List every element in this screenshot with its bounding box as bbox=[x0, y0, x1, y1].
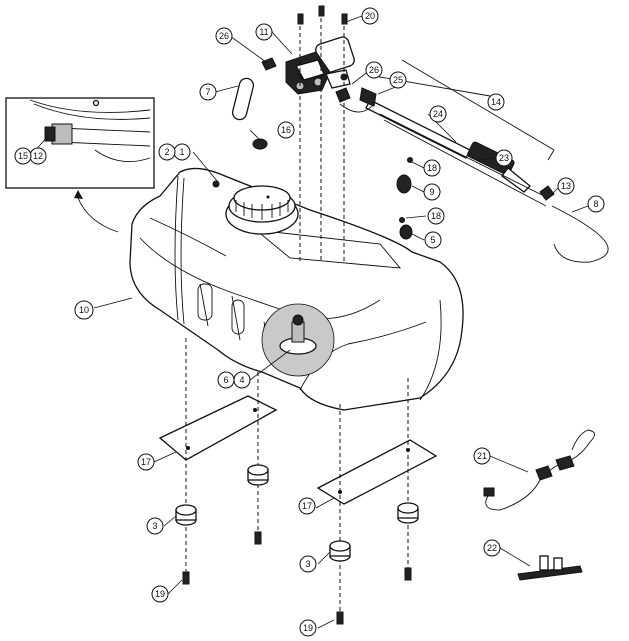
svg-text:17: 17 bbox=[141, 457, 151, 467]
callout-19: 19 bbox=[151, 585, 169, 603]
svg-text:18: 18 bbox=[427, 163, 437, 173]
callout-3: 3 bbox=[146, 517, 164, 535]
svg-text:18: 18 bbox=[431, 211, 441, 221]
svg-text:26: 26 bbox=[369, 65, 379, 75]
svg-text:1: 1 bbox=[179, 147, 184, 157]
callout-11: 11 bbox=[255, 23, 273, 41]
callout-26: 26 bbox=[365, 61, 383, 79]
callout-20: 20 bbox=[361, 7, 379, 25]
wand-bracket-line bbox=[401, 59, 555, 161]
callout-21: 21 bbox=[473, 447, 491, 465]
callout-26: 26 bbox=[215, 27, 233, 45]
callout-8: 8 bbox=[587, 195, 605, 213]
pump-mount-bolts bbox=[297, 5, 348, 25]
callout-4: 4 bbox=[233, 371, 251, 389]
callout-6: 6 bbox=[217, 371, 235, 389]
inset-arrow bbox=[77, 197, 119, 233]
svg-text:8: 8 bbox=[593, 199, 598, 209]
callout-25: 25 bbox=[389, 71, 407, 89]
callout-17: 17 bbox=[137, 453, 155, 471]
callout-17: 17 bbox=[298, 497, 316, 515]
inset-detail-view bbox=[5, 97, 155, 189]
hose-clamp bbox=[335, 87, 351, 103]
svg-text:11: 11 bbox=[259, 27, 268, 37]
svg-text:19: 19 bbox=[155, 589, 165, 599]
wire-harness bbox=[483, 429, 595, 511]
svg-text:21: 21 bbox=[477, 451, 487, 461]
svg-text:15: 15 bbox=[18, 151, 28, 161]
svg-text:12: 12 bbox=[33, 151, 43, 161]
pump-assembly bbox=[285, 36, 355, 95]
svg-text:6: 6 bbox=[223, 375, 228, 385]
svg-text:13: 13 bbox=[561, 181, 571, 191]
rubber-foot bbox=[247, 464, 269, 486]
mount-bolt bbox=[336, 611, 344, 625]
svg-text:9: 9 bbox=[429, 187, 434, 197]
svg-text:24: 24 bbox=[433, 109, 443, 119]
svg-text:25: 25 bbox=[393, 75, 403, 85]
spray-wand bbox=[339, 87, 609, 263]
rubber-foot bbox=[397, 502, 419, 524]
hose-clamp bbox=[261, 57, 277, 71]
fuse-holder bbox=[517, 555, 583, 581]
callout-19: 19 bbox=[299, 619, 317, 637]
drain-valve-highlight bbox=[261, 303, 335, 377]
callout-15: 15 bbox=[14, 147, 32, 165]
tank-lid bbox=[225, 185, 299, 235]
callout-7: 7 bbox=[199, 83, 217, 101]
svg-text:7: 7 bbox=[205, 87, 210, 97]
callout-2: 2 bbox=[158, 143, 176, 161]
svg-text:14: 14 bbox=[491, 97, 501, 107]
callout-1: 1 bbox=[173, 143, 191, 161]
callout-24: 24 bbox=[429, 105, 447, 123]
svg-text:5: 5 bbox=[430, 235, 435, 245]
bulkhead-fitting bbox=[396, 174, 412, 194]
svg-text:2: 2 bbox=[164, 147, 169, 157]
rubber-foot bbox=[175, 504, 197, 526]
nozzle-fitting bbox=[539, 185, 555, 201]
callout-18: 18 bbox=[423, 159, 441, 177]
mount-bolt bbox=[182, 571, 190, 585]
svg-text:3: 3 bbox=[152, 521, 157, 531]
mounting-plate bbox=[316, 439, 438, 505]
svg-text:16: 16 bbox=[281, 125, 291, 135]
mount-bolt bbox=[254, 531, 262, 545]
screw bbox=[407, 157, 413, 163]
callout-10: 10 bbox=[74, 300, 94, 320]
callout-9: 9 bbox=[423, 183, 441, 201]
svg-text:10: 10 bbox=[79, 305, 89, 315]
suction-hose bbox=[231, 77, 255, 121]
callout-14: 14 bbox=[487, 93, 505, 111]
svg-text:4: 4 bbox=[239, 375, 244, 385]
inset-arrowhead bbox=[74, 190, 83, 199]
mounting-plate bbox=[158, 395, 278, 461]
leader-lines bbox=[33, 15, 589, 629]
rubber-foot bbox=[329, 540, 351, 562]
svg-text:3: 3 bbox=[305, 559, 310, 569]
callout-13: 13 bbox=[557, 177, 575, 195]
screw bbox=[399, 217, 405, 223]
callout-12: 12 bbox=[29, 147, 47, 165]
callout-16: 16 bbox=[277, 121, 295, 139]
callout-5: 5 bbox=[424, 231, 442, 249]
svg-text:20: 20 bbox=[365, 11, 375, 21]
callout-3: 3 bbox=[299, 555, 317, 573]
elbow-fitting bbox=[399, 224, 413, 240]
lid-tether bbox=[212, 180, 220, 188]
svg-text:22: 22 bbox=[487, 543, 497, 553]
callout-18: 18 bbox=[427, 207, 445, 225]
mount-bolt bbox=[404, 567, 412, 581]
strainer bbox=[252, 138, 268, 150]
svg-text:26: 26 bbox=[219, 31, 229, 41]
svg-text:23: 23 bbox=[499, 153, 509, 163]
callout-23: 23 bbox=[495, 149, 513, 167]
svg-text:19: 19 bbox=[303, 623, 313, 633]
callout-22: 22 bbox=[483, 539, 501, 557]
svg-text:17: 17 bbox=[302, 501, 312, 511]
